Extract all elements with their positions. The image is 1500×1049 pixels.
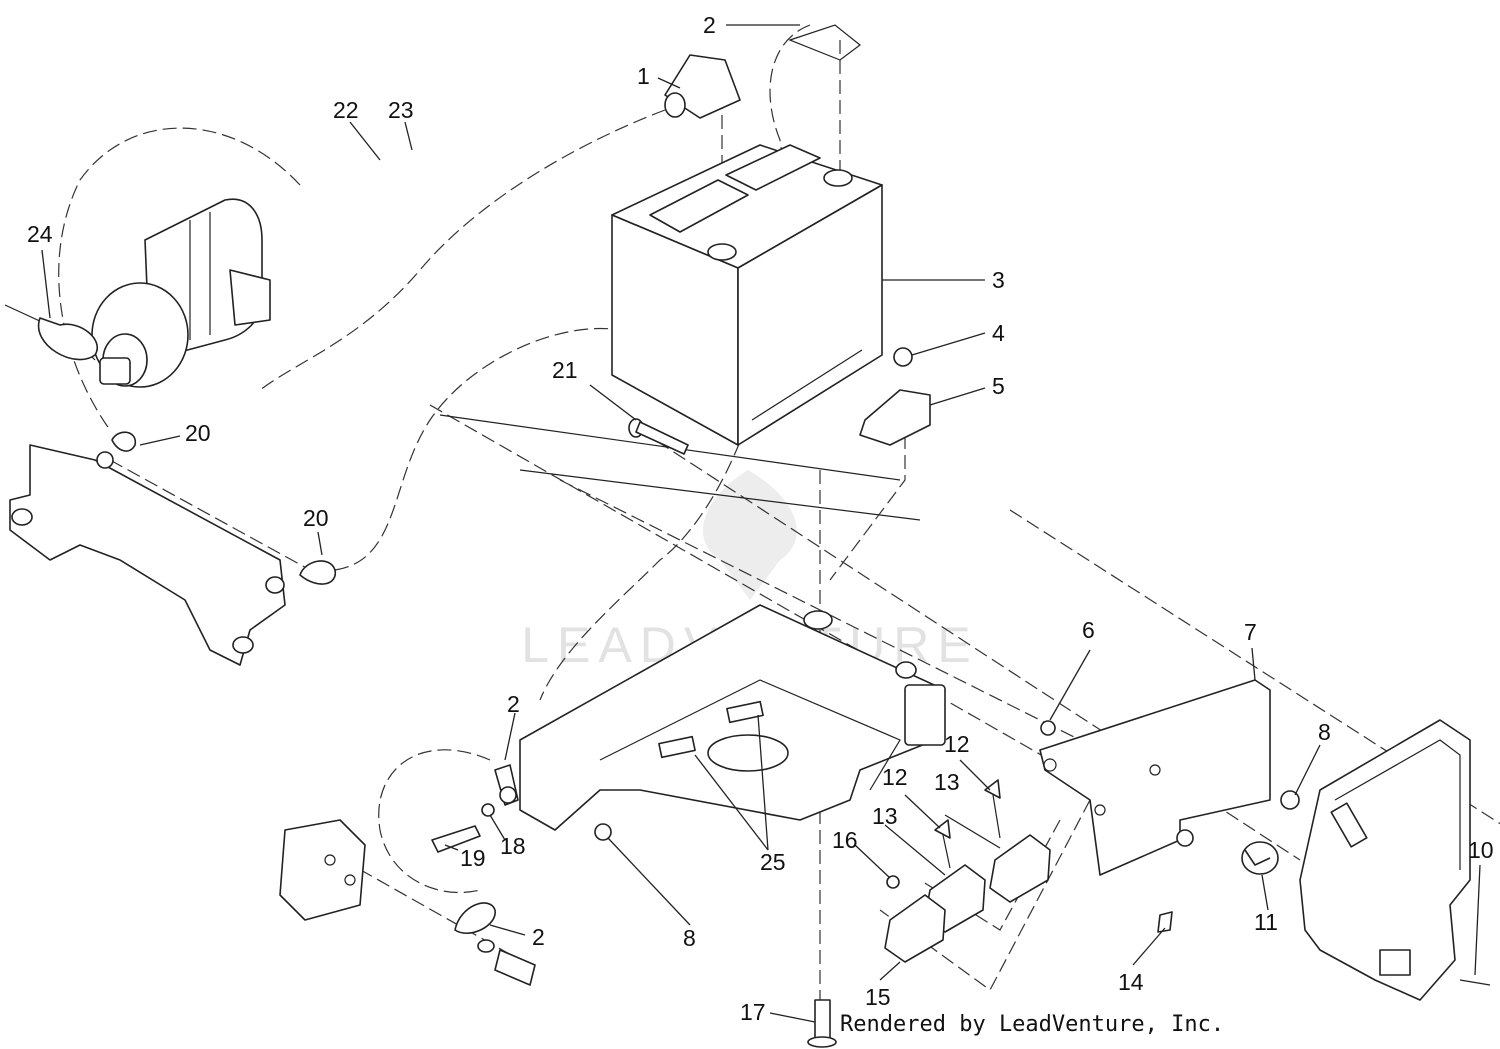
callout-23: 23 [388,97,414,123]
callout-7: 7 [1244,619,1257,645]
callout-22: 22 [333,97,359,123]
ground-cable [279,764,536,986]
callout-13: 13 [872,803,898,829]
bolt [628,418,689,455]
callout-19: 19 [460,845,486,871]
callout-10: 10 [1468,837,1494,863]
callout-2: 2 [507,691,520,717]
callout-20: 20 [303,505,329,531]
callout-13: 13 [934,769,960,795]
render-credit: Rendered by LeadVenture, Inc. [840,1012,1225,1037]
callout-15: 15 [865,984,891,1010]
terminal-cover [664,54,741,119]
battery-tray [519,604,946,841]
callouts: 1 2 2 2 3 4 5 6 7 8 8 10 11 12 12 13 13 … [27,12,1494,1025]
screw [1157,911,1173,933]
callout-1: 1 [637,63,650,89]
callout-2: 2 [703,12,716,38]
callout-5: 5 [992,373,1005,399]
callout-14: 14 [1118,969,1144,995]
callout-8: 8 [1318,719,1331,745]
controller-module [1299,719,1491,1001]
callout-3: 3 [992,267,1005,293]
battery [611,24,883,446]
relays [884,779,1051,963]
mounting-bracket [1039,679,1300,876]
bolt-17 [807,999,837,1048]
frame-rail [9,431,336,666]
callout-20: 20 [185,420,211,446]
rubber-mount [1241,841,1279,875]
callout-11: 11 [1254,909,1278,935]
callout-18: 18 [500,833,526,859]
callout-4: 4 [992,320,1005,346]
battery-hold-down [859,347,931,446]
callout-17: 17 [740,999,766,1025]
callout-2: 2 [532,924,545,950]
callout-21: 21 [552,357,578,383]
starter-motor [4,198,271,388]
callout-16: 16 [832,827,858,853]
callout-25: 25 [760,849,786,875]
callout-12: 12 [944,731,970,757]
watermark-flame-icon [703,470,797,600]
leader-lines [41,24,1481,1023]
callout-8: 8 [683,925,696,951]
callout-12: 12 [882,764,908,790]
callout-6: 6 [1082,617,1095,643]
callout-24: 24 [27,221,53,247]
